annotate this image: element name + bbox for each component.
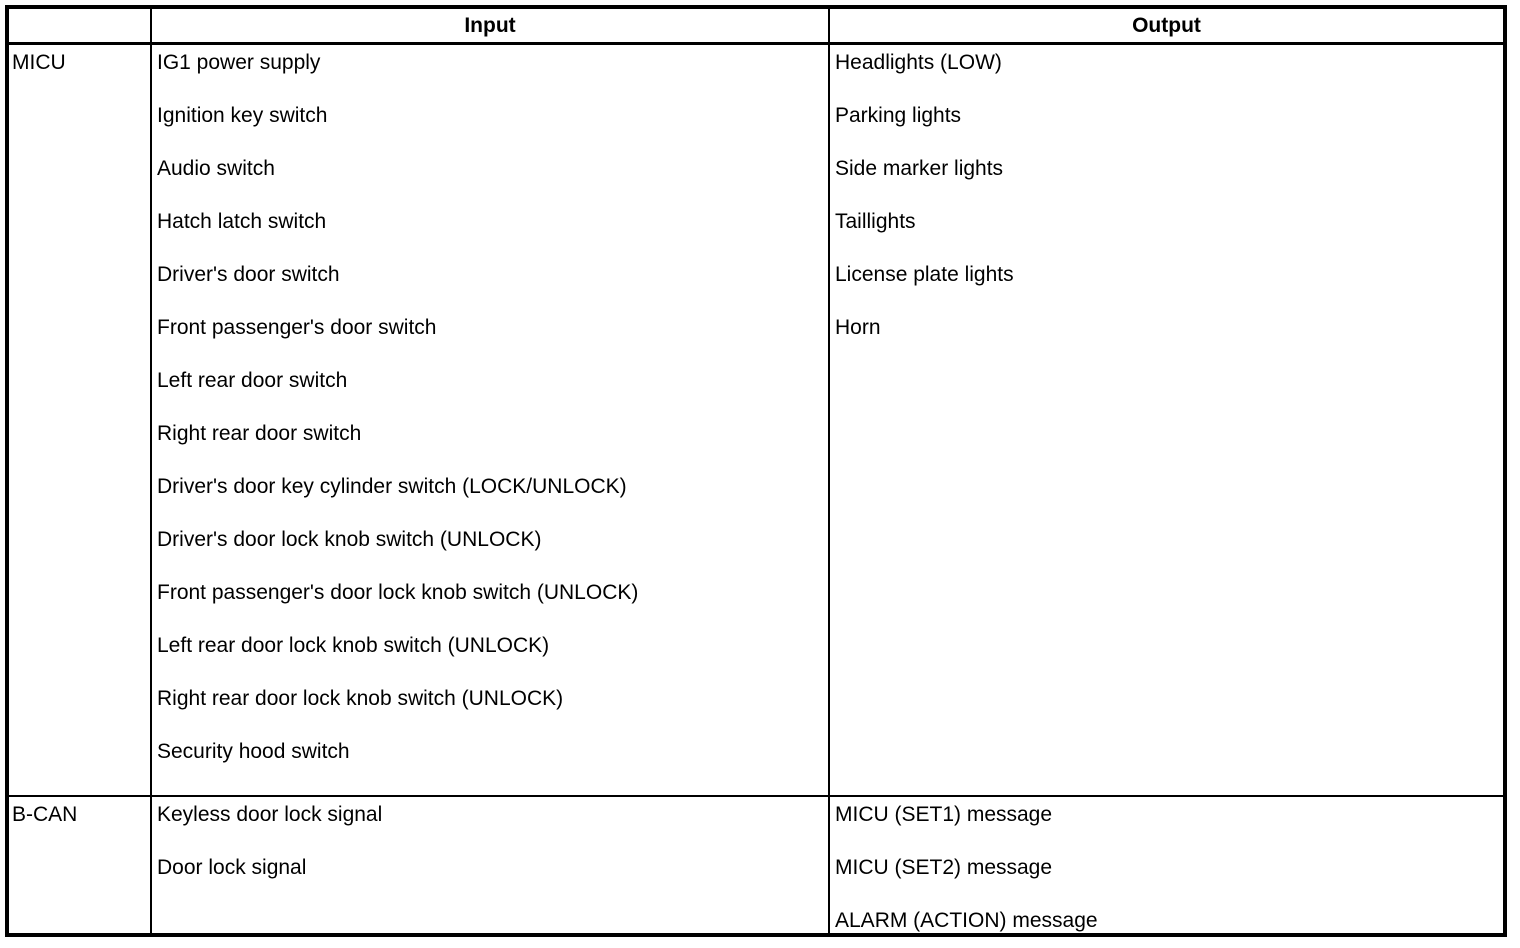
row-label-cell: MICU <box>9 45 150 795</box>
input-item: Front passenger's door switch <box>157 316 437 339</box>
table-row-micu: MICU IG1 power supply Ignition key switc… <box>9 45 1503 797</box>
output-item: Taillights <box>835 210 916 233</box>
input-item: Driver's door switch <box>157 263 340 286</box>
input-item: Right rear door lock knob switch (UNLOCK… <box>157 687 564 710</box>
input-item: Security hood switch <box>157 740 350 763</box>
header-cell-empty <box>9 9 150 42</box>
bcan-output-list: MICU (SET1) message MICU (SET2) message … <box>828 797 1503 933</box>
output-item: Headlights (LOW) <box>835 51 1002 74</box>
output-item: License plate lights <box>835 263 1014 286</box>
table-header-row: Input Output <box>9 9 1503 45</box>
output-item: MICU (SET1) message <box>835 803 1053 826</box>
input-item: Ignition key switch <box>157 104 328 127</box>
header-cell-input: Input <box>150 9 828 42</box>
micu-output-list: Headlights (LOW) Parking lights Side mar… <box>828 45 1503 795</box>
input-item: Front passenger's door lock knob switch … <box>157 581 639 604</box>
input-output-table: Input Output MICU IG1 power supply Ignit… <box>5 5 1507 937</box>
input-item: Audio switch <box>157 157 275 180</box>
output-item: ALARM (ACTION) message <box>835 909 1098 932</box>
output-item: Horn <box>835 316 881 339</box>
input-item: Driver's door lock knob switch (UNLOCK) <box>157 528 542 551</box>
input-item: Door lock signal <box>157 856 307 879</box>
bcan-input-list: Keyless door lock signal Door lock signa… <box>150 797 828 933</box>
input-item: Driver's door key cylinder switch (LOCK/… <box>157 475 627 498</box>
row-label-cell: B-CAN <box>9 797 150 933</box>
output-item: Parking lights <box>835 104 962 127</box>
micu-input-list: IG1 power supply Ignition key switch Aud… <box>150 45 828 795</box>
row-label: B-CAN <box>12 803 78 826</box>
input-item: Left rear door lock knob switch (UNLOCK) <box>157 634 550 657</box>
output-item: MICU (SET2) message <box>835 856 1053 879</box>
input-item: Hatch latch switch <box>157 210 327 233</box>
input-item: Left rear door switch <box>157 369 348 392</box>
header-cell-output: Output <box>828 9 1503 42</box>
table-row-bcan: B-CAN Keyless door lock signal Door lock… <box>9 797 1503 933</box>
input-item: Right rear door switch <box>157 422 362 445</box>
input-item: Keyless door lock signal <box>157 803 383 826</box>
output-item: Side marker lights <box>835 157 1004 180</box>
input-item: IG1 power supply <box>157 51 321 74</box>
row-label: MICU <box>12 51 66 74</box>
